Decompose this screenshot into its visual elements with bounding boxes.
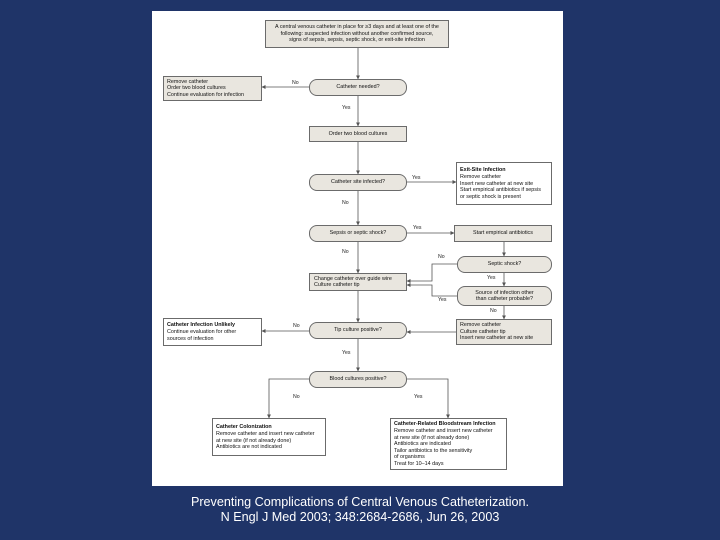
colonization-title: Catheter Colonization bbox=[216, 423, 272, 430]
label-no-other-source: No bbox=[490, 308, 497, 314]
node-remove-culture-insert: Remove catheter Culture catheter tip Ins… bbox=[456, 319, 552, 345]
node-other-source-probable: Source of infection other than catheter … bbox=[457, 286, 552, 306]
slide-caption: Preventing Complications of Central Veno… bbox=[0, 495, 720, 525]
exit-site-body: Remove catheter Insert new catheter at n… bbox=[460, 174, 541, 200]
node-catheter-site-infected: Catheter site infected? bbox=[309, 174, 407, 191]
label-yes-blood-cultures: Yes bbox=[414, 394, 423, 400]
flowchart-connectors bbox=[261, 48, 506, 419]
node-blood-cultures-positive: Blood cultures positive? bbox=[309, 371, 407, 388]
edge-blood-yes bbox=[407, 378, 450, 419]
node-catheter-needed: Catheter needed? bbox=[309, 79, 407, 96]
crbsi-body: Remove catheter and insert new catheter … bbox=[394, 428, 493, 467]
caption-title: Preventing Complications of Central Veno… bbox=[190, 495, 530, 509]
label-yes-other-source: Yes bbox=[438, 297, 447, 303]
node-start: A central venous catheter in place for ≥… bbox=[265, 20, 449, 48]
node-septic-shock: Septic shock? bbox=[457, 256, 552, 273]
unlikely-title: Catheter Infection Unlikely bbox=[167, 321, 235, 328]
edge-shock-no bbox=[406, 263, 457, 283]
node-remove-catheter: Remove catheter Order two blood cultures… bbox=[163, 76, 262, 101]
label-yes-catheter-needed: Yes bbox=[342, 105, 351, 111]
node-catheter-colonization: Catheter Colonization Remove catheter an… bbox=[212, 418, 326, 456]
node-order-blood-cultures: Order two blood cultures bbox=[309, 126, 407, 142]
label-no-site-infected: No bbox=[342, 200, 349, 206]
node-change-catheter-guidewire: Change catheter over guide wire Culture … bbox=[309, 273, 407, 291]
edge-other-yes bbox=[406, 283, 457, 297]
label-yes-tip-culture: Yes bbox=[342, 350, 351, 356]
node-sepsis-or-septic-shock: Sepsis or septic shock? bbox=[309, 225, 407, 242]
node-exit-site-infection: Exit-Site Infection Remove catheter Inse… bbox=[456, 162, 552, 205]
crbsi-title: Catheter-Related Bloodstream Infection bbox=[394, 421, 496, 428]
label-yes-sepsis: Yes bbox=[413, 225, 422, 231]
exit-site-title: Exit-Site Infection bbox=[460, 166, 506, 173]
label-no-sepsis: No bbox=[342, 249, 349, 255]
label-yes-site-infected: Yes bbox=[412, 175, 421, 181]
edge-blood-no bbox=[267, 378, 309, 419]
node-start-empirical-antibiotics: Start empirical antibiotics bbox=[454, 225, 552, 242]
label-no-tip-culture: No bbox=[293, 323, 300, 329]
label-yes-septic-shock: Yes bbox=[487, 275, 496, 281]
colonization-body: Remove catheter and insert new catheter … bbox=[216, 431, 315, 450]
unlikely-body: Continue evaluation for other sources of… bbox=[167, 329, 237, 342]
flowchart-panel: A central venous catheter in place for ≥… bbox=[152, 11, 563, 486]
label-no-blood-cultures: No bbox=[293, 394, 300, 400]
label-no-catheter-needed: No bbox=[292, 80, 299, 86]
node-tip-culture-positive: Tip culture positive? bbox=[309, 322, 407, 339]
label-no-septic-shock: No bbox=[438, 254, 445, 260]
caption-citation: N Engl J Med 2003; 348:2684-2686, Jun 26… bbox=[220, 510, 500, 524]
node-catheter-infection-unlikely: Catheter Infection Unlikely Continue eva… bbox=[163, 318, 262, 346]
node-catheter-related-bloodstream-infection: Catheter-Related Bloodstream Infection R… bbox=[390, 418, 507, 470]
